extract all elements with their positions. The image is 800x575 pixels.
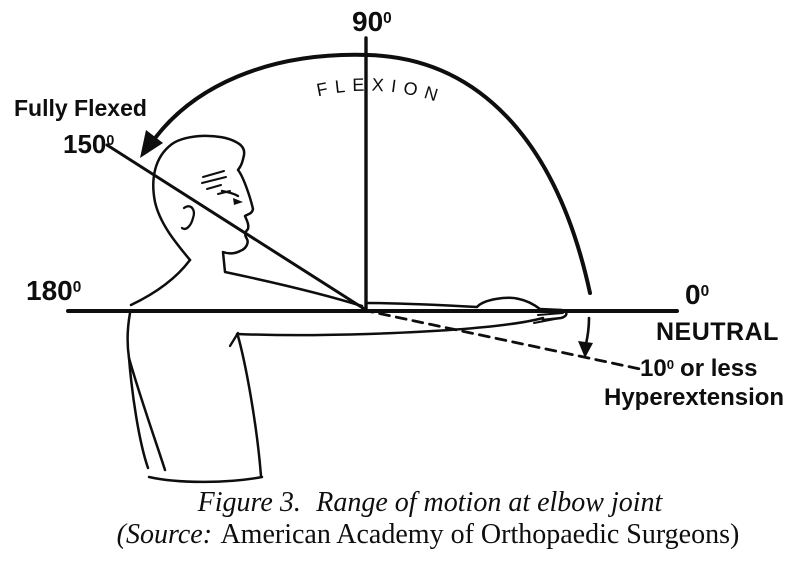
figure-caption: Figure 3. Range of motion at elbow joint [198, 487, 663, 519]
eye [233, 198, 243, 205]
hyperextension-label: Hyperextension [604, 384, 785, 411]
degree-sup: 0 [700, 282, 710, 300]
eyebrow [220, 189, 240, 198]
hyperextension-arrowhead-icon [578, 341, 593, 358]
source-label: (Source: [116, 519, 213, 550]
flexion-label: FLEXION [315, 75, 447, 108]
source-text: American Academy of Orthopaedic Surgeons… [220, 519, 740, 550]
finger-line-lower [533, 317, 561, 324]
hyperextension-arrow [584, 316, 591, 346]
hair-hatching [201, 170, 231, 195]
arm-underside-contour [235, 316, 545, 337]
fully-flexed-label: Fully Flexed [14, 95, 147, 121]
flexion-arc [146, 52, 592, 295]
neutral-label: NEUTRAL [656, 318, 779, 346]
torso-bottom-line [147, 475, 264, 484]
torso-front-line [236, 334, 263, 478]
degree-sup: 0 [72, 278, 82, 296]
head-profile [152, 134, 364, 308]
angle-0-label: 00 [685, 279, 710, 310]
hyperextension-dashed-line [361, 308, 642, 371]
finger-line-upper [537, 312, 564, 316]
human-figure-outline [126, 134, 568, 484]
arm-top-contour [364, 296, 568, 322]
degree-sup: 0 [666, 356, 675, 372]
ear [180, 205, 195, 230]
angle-90-label: 900 [352, 6, 392, 37]
angle-180-label: 1800 [26, 275, 82, 306]
hanging-arm-line [127, 356, 167, 472]
fully-flexed-position-line [105, 143, 368, 312]
degree-sup: 0 [383, 9, 392, 27]
flexion-arc-arrowhead-icon [140, 130, 163, 158]
figure-number: Figure 3. [197, 487, 301, 518]
source-caption: (Source:American Academy of Orthopaedic … [117, 519, 740, 551]
neck-shoulder-line [129, 258, 192, 307]
angle-150-label: 1500 [63, 129, 115, 159]
armpit-tick [228, 331, 240, 348]
figure-title: Range of motion at elbow joint [316, 487, 663, 518]
degree-sup: 0 [106, 133, 115, 150]
